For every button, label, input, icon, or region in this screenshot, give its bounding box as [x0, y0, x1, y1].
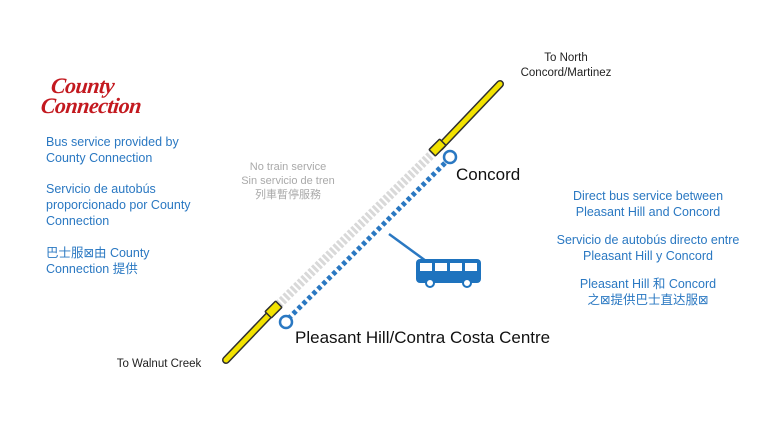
- right-note-english: Direct bus service between Pleasant Hill…: [572, 189, 724, 219]
- direction-north-line2: Concord/Martinez: [520, 67, 612, 79]
- no-train-english: No train service: [249, 161, 327, 173]
- bus-icon: [416, 259, 481, 288]
- direction-north-line1: To North: [544, 52, 588, 64]
- direction-north: To North Concord/Martinez: [500, 51, 632, 81]
- track-end-bar-north: [428, 138, 447, 157]
- rail-line-south-fill: [223, 310, 274, 363]
- station-pleasant-hill-marker: [278, 314, 294, 330]
- logo-line-2: Connection: [39, 93, 143, 118]
- right-note-chinese: Pleasant Hill 和 Concord 之⊠提供巴士直达服⊠: [548, 276, 748, 308]
- county-connection-logo: County Connection: [39, 73, 174, 118]
- no-train-spanish: Sin servicio de tren: [241, 175, 335, 187]
- rail-line-north-fill: [437, 81, 503, 150]
- left-note-spanish: Servicio de autobús proporcionado por Co…: [46, 182, 191, 228]
- no-train-note: No train service Sin servicio de tren 列車…: [232, 160, 344, 202]
- bus-pointer-line: [388, 232, 427, 263]
- left-note-chinese: 巴士服⊠由 County Connection 提供: [46, 246, 150, 276]
- closed-rail-segment: [270, 148, 438, 313]
- direction-south: To Walnut Creek: [116, 358, 202, 370]
- left-note-english: Bus service provided by County Connectio…: [46, 135, 179, 165]
- no-train-chinese: 列車暫停服務: [255, 189, 321, 201]
- bus-route: [287, 161, 447, 320]
- right-note-chinese-line2: 之⊠提供巴士直达服⊠: [587, 293, 709, 307]
- track-end-bar-south: [264, 300, 283, 319]
- right-note-spanish: Servicio de autobús directo entre Pleasa…: [556, 233, 740, 263]
- station-concord-marker: [442, 149, 458, 165]
- right-note-chinese-line1: Pleasant Hill 和 Concord: [579, 277, 717, 291]
- station-label-concord: Concord: [456, 165, 521, 184]
- station-label-pleasant-hill: Pleasant Hill/Contra Costa Centre: [295, 328, 551, 347]
